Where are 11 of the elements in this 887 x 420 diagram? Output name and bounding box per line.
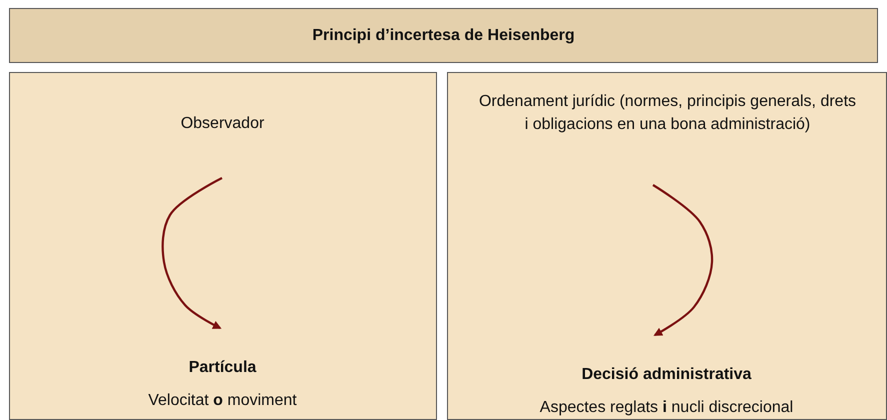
- curved-arrow: [652, 184, 714, 336]
- body-text: Observador: [180, 114, 264, 134]
- title-band: Principi d’incertesa de Heisenberg: [9, 8, 878, 63]
- heading-text: Partícula: [188, 358, 256, 378]
- panel: [447, 72, 887, 420]
- body-text: Ordenament jurídic (normes, principis generals, drets i obligacions en una bona administració): [478, 92, 858, 134]
- curved-arrow: [162, 177, 222, 329]
- heading-text: Decisió administrativa: [582, 364, 752, 384]
- body-text: Aspectes reglats i nucli discrecional: [540, 398, 794, 418]
- body-text: Velocitat o moviment: [148, 390, 297, 410]
- panel: [9, 72, 437, 420]
